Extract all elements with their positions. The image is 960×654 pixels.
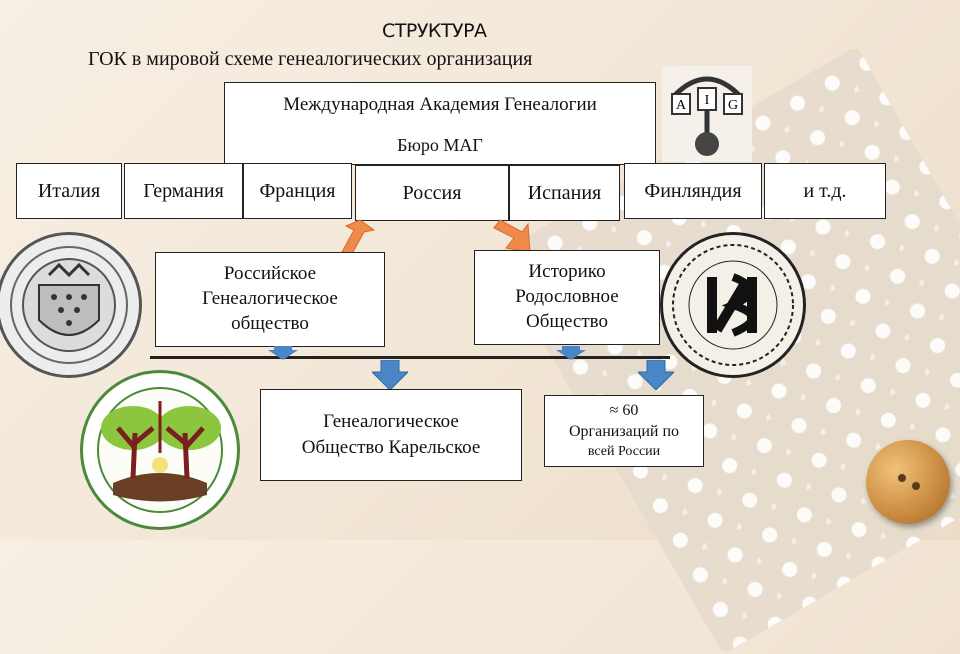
wooden-button-decoration	[866, 440, 950, 524]
bureau-box: Бюро МАГ	[224, 127, 656, 165]
country-finland: Финляндия	[624, 163, 762, 219]
karelia-tree-logo	[80, 370, 240, 530]
country-spain: Испания	[509, 165, 620, 221]
hro-box: Историко Родословное Общество	[474, 250, 660, 345]
blue-arrow-hro	[556, 346, 586, 360]
connector-line	[150, 356, 670, 359]
count-box: ≈ 60 Организаций по всей России	[544, 395, 704, 467]
hro-seal-logo	[660, 232, 806, 378]
rgo-box: Российское Генеалогическое общество	[155, 252, 385, 347]
academy-box: Международная Академия Генеалогии	[224, 82, 656, 128]
karelia-box: Генеалогическое Общество Карельское	[260, 389, 522, 481]
count-value: ≈ 60	[609, 402, 639, 420]
count-label: Организаций по	[568, 422, 679, 440]
country-germany: Германия	[124, 163, 243, 219]
country-italy: Италия	[16, 163, 122, 219]
aig-logo: A I G	[662, 66, 752, 162]
country-etc: и т.д.	[764, 163, 886, 219]
aig-letter-g: G	[728, 98, 738, 113]
country-russia: Россия	[355, 165, 509, 221]
rgo-seal-logo	[0, 232, 142, 378]
aig-letter-a: A	[676, 98, 687, 113]
blue-arrow-rgo	[268, 346, 298, 360]
blue-arrow-count	[638, 360, 674, 390]
blue-arrow-karelia	[372, 360, 408, 390]
country-france: Франция	[243, 163, 352, 219]
page-subtitle: СТРУКТУРА	[382, 20, 487, 42]
page-title: ГОК в мировой схеме генеалогических орга…	[88, 48, 533, 70]
aig-letter-i: I	[705, 93, 710, 108]
count-label-2: всей России	[587, 443, 661, 459]
